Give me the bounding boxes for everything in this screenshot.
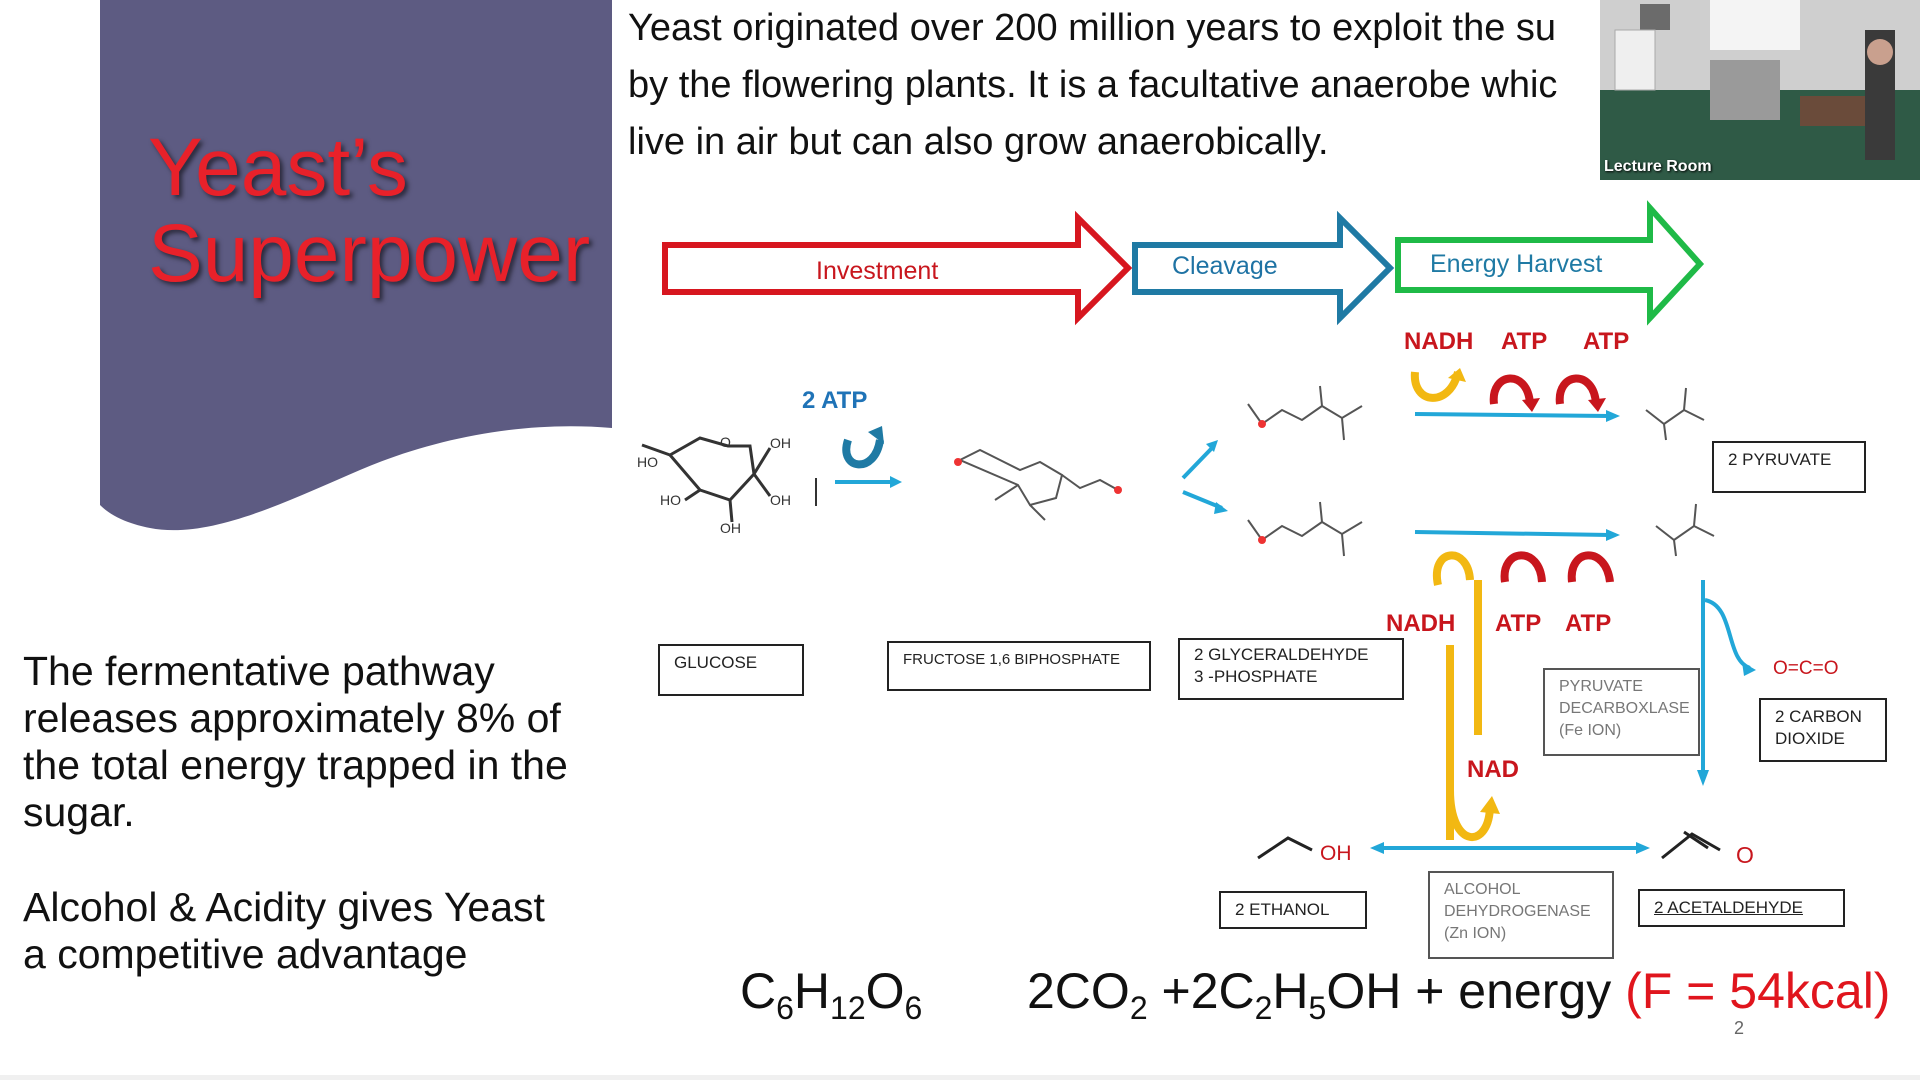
title-panel [100,0,612,531]
bottom-strip [0,1075,1920,1080]
formula-c-sub: 6 [776,990,794,1026]
ethanol-box: 2 ETHANOL [1219,891,1367,929]
decarb-line-3: (Fe ION) [1559,722,1622,739]
glucose-oh-3: OH [720,520,741,536]
energy-value-highlight: (F = 54kcal) [1625,963,1891,1019]
adh-line-3: (Zn ION) [1444,925,1507,942]
formula-c: C [740,963,777,1019]
products-sub-1: 2 [1129,990,1148,1026]
intro-paragraph: Yeast originated over 200 million years … [628,0,1608,171]
energy-paragraph: The fermentative pathway releases approx… [23,648,568,836]
intro-line-3: live in air but can also grow anaerobica… [628,121,1329,163]
glucose-box: GLUCOSE [658,644,804,696]
atp-curl-top-1 [1489,374,1534,405]
energy-line-3: the total energy trapped in the [23,742,568,788]
decarb-line-2: DECARBOXLASE [1559,700,1690,717]
lecture-room-video [1600,0,1920,180]
pyruvate-decarboxylase-box: PYRUVATE DECARBOXLASE (Fe ION) [1543,668,1700,756]
advantage-line-1: Alcohol & Acidity gives Yeast [23,884,545,930]
formula-h: H [793,963,831,1019]
stage-energy-label: Energy Harvest [1430,250,1603,278]
products-part-3: H [1272,963,1309,1019]
nadh-top-label: NADH [1404,328,1474,355]
stage-investment-label: Investment [816,257,939,285]
carbon-dioxide-box: 2 CARBON DIOXIDE [1759,698,1887,762]
atp-curl-top-2 [1555,374,1600,405]
pyruvate-molecule-top [1645,387,1705,441]
adh-line-1: ALCOHOL [1444,881,1521,898]
formula-o-sub: 6 [904,990,923,1026]
slide-title-line-1: Yeast’s [148,122,408,213]
glucose-molecule [641,436,772,523]
advantage-paragraph: Alcohol & Acidity gives Yeast a competit… [23,884,545,978]
stage-cleavage-label: Cleavage [1172,252,1278,280]
pyruvate-box: 2 PYRUVATE [1712,441,1866,493]
cleavage-stage-arrow [1132,210,1395,326]
advantage-line-2: a competitive advantage [23,931,468,977]
acetaldehyde-box: 2 ACETALDEHYDE [1638,889,1845,927]
video-label: Lecture Room [1604,158,1712,175]
video-thumbnail[interactable]: Lecture Room [1600,0,1920,180]
slide-title: Yeast’s Superpower [148,125,590,297]
co2-line-2: DIOXIDE [1775,729,1845,748]
nad-label: NAD [1467,756,1519,783]
nadh-bottom-label: NADH [1386,610,1456,637]
glucose-ho-1: HO [637,454,658,470]
atp-investment-label: 2 ATP [802,387,868,414]
acetaldehyde-o-label: O [1736,842,1754,868]
atp-curl-bottom-1 [1500,551,1546,583]
energy-line-1: The fermentative pathway [23,648,495,694]
ethanol-skeleton [1257,836,1313,860]
g3p-line-1: 2 GLYCERALDEHYDE [1194,645,1369,664]
co2-line-1: 2 CARBON [1775,707,1862,726]
alcohol-dehydrogenase-box: ALCOHOL DEHYDROGENASE (Zn ION) [1428,871,1614,959]
atp-top-label-1: ATP [1501,328,1548,355]
page-number: 2 [1734,1018,1745,1038]
atp-bottom-label-2: ATP [1565,610,1612,637]
slide-title-line-2: Superpower [148,208,591,299]
products-part-2: +2C [1147,963,1255,1019]
ethanol-oh-label: OH [1320,842,1352,865]
atp-curl-bottom-2 [1567,551,1614,583]
glucose-ho-2: HO [660,492,681,508]
investment-stage-arrow [662,210,1133,326]
glucose-ring-o: O [720,434,731,450]
products-sub-2: 2 [1254,990,1273,1026]
fructose-box: FRUCTOSE 1,6 BIPHOSPHATE [887,641,1151,691]
g3p-box: 2 GLYCERALDEHYDE 3 -PHOSPHATE [1178,638,1404,700]
atp-investment-curl [842,438,884,469]
intro-line-2: by the flowering plants. It is a faculta… [628,64,1558,106]
products-part-4: OH + energy [1326,963,1626,1019]
pyruvate-molecule-bottom [1655,503,1715,557]
atp-top-label-2: ATP [1583,328,1630,355]
products-formula: 2CO2 +2C2H5OH + energy (F = 54kcal) [1027,962,1890,1027]
formula-h-sub: 12 [830,990,866,1026]
g3p-molecule-bottom [1247,501,1363,557]
products-part-1: 2CO [1027,963,1130,1019]
decarb-line-1: PYRUVATE [1559,678,1643,695]
g3p-line-2: 3 -PHOSPHATE [1194,667,1318,686]
formula-o: O [865,963,905,1019]
energy-line-2: releases approximately 8% of [23,695,561,741]
fructose-molecule [957,448,1119,521]
co2-formula: O=C=O [1773,658,1839,679]
products-sub-3: 5 [1308,990,1327,1026]
energy-line-4: sugar. [23,789,135,835]
glucose-oh-1: OH [770,435,791,451]
nadh-curl-top [1410,370,1462,402]
atp-bottom-label-1: ATP [1495,610,1542,637]
energy-stage-arrow [1395,200,1705,326]
g3p-molecule-top [1247,385,1363,441]
adh-line-2: DEHYDROGENASE [1444,903,1591,920]
nadh-curl-bottom [1432,551,1474,586]
acetaldehyde-skeleton [1661,832,1721,860]
glucose-oh-2: OH [770,492,791,508]
intro-line-1: Yeast originated over 200 million years … [628,7,1557,49]
glucose-formula: C6H12O6 [740,962,922,1027]
